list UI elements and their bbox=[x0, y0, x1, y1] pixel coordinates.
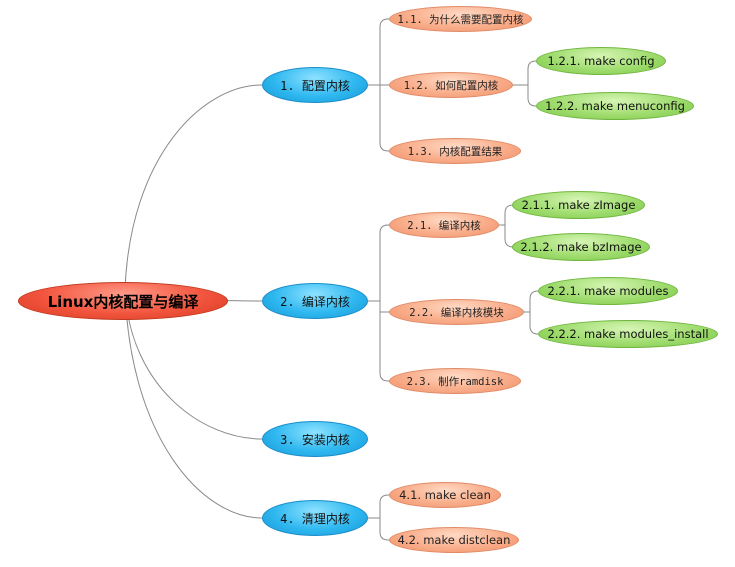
branch-node-clean[interactable]: 4. 清理内核 bbox=[262, 500, 368, 536]
branch-connector bbox=[379, 18, 389, 28]
branch-label: 2. 编译内核 bbox=[280, 294, 350, 309]
branch-connector bbox=[379, 531, 389, 541]
leaf-node[interactable]: 2.2.2. make modules_install bbox=[538, 320, 718, 348]
branch-label: 1. 配置内核 bbox=[280, 78, 350, 93]
subtopic-label: 1.1. 为什么需要配置内核 bbox=[397, 13, 524, 26]
leaf-node[interactable]: 1.2.2. make menuconfig bbox=[536, 92, 694, 120]
subtopic-node[interactable]: 2.1. 编译内核 bbox=[389, 212, 499, 238]
branch-connector bbox=[379, 372, 389, 382]
subtopic-label: 2.3. 制作ramdisk bbox=[406, 375, 504, 388]
leaf-label: 2.1.2. make bzImage bbox=[520, 240, 642, 254]
branch-node-compile[interactable]: 2. 编译内核 bbox=[262, 283, 368, 319]
leaf-label: 2.2.1. make modules bbox=[547, 284, 669, 298]
branch-node-install[interactable]: 3. 安装内核 bbox=[262, 421, 368, 457]
subtopic-label: 1.2. 如何配置内核 bbox=[403, 79, 499, 92]
branch-connector bbox=[379, 494, 389, 504]
subtopic-node[interactable]: 1.2. 如何配置内核 bbox=[389, 72, 513, 98]
subtopic-connector bbox=[529, 325, 539, 335]
subtopic-connector bbox=[529, 290, 539, 300]
leaf-label: 2.1.1. make zImage bbox=[521, 198, 636, 212]
subtopic-connector bbox=[527, 97, 537, 107]
root-connector bbox=[124, 289, 263, 440]
leaf-node[interactable]: 1.2.1. make config bbox=[536, 47, 666, 75]
branch-connector bbox=[379, 224, 389, 234]
branch-label: 3. 安装内核 bbox=[280, 432, 350, 447]
root-node[interactable]: Linux内核配置与编译 bbox=[18, 282, 228, 320]
subtopic-label: 1.3. 内核配置结果 bbox=[407, 145, 503, 158]
leaf-label: 2.2.2. make modules_install bbox=[547, 327, 709, 341]
leaf-node[interactable]: 2.1.2. make bzImage bbox=[512, 233, 650, 261]
subtopic-connector bbox=[527, 60, 537, 70]
subtopic-node[interactable]: 2.2. 编译内核模块 bbox=[389, 299, 524, 325]
subtopic-node[interactable]: 2.3. 制作ramdisk bbox=[389, 368, 521, 394]
subtopic-node[interactable]: 4.1. make clean bbox=[389, 482, 501, 508]
root-connector bbox=[124, 289, 263, 519]
subtopic-node[interactable]: 4.2. make distclean bbox=[389, 527, 519, 553]
subtopic-label: 4.1. make clean bbox=[399, 488, 491, 502]
branch-node-configure[interactable]: 1. 配置内核 bbox=[262, 67, 368, 103]
leaf-label: 1.2.2. make menuconfig bbox=[545, 99, 685, 113]
leaf-node[interactable]: 2.1.1. make zImage bbox=[512, 191, 645, 219]
branch-label: 4. 清理内核 bbox=[280, 511, 350, 526]
subtopic-node[interactable]: 1.1. 为什么需要配置内核 bbox=[389, 6, 532, 32]
subtopic-label: 4.2. make distclean bbox=[397, 533, 511, 547]
subtopic-label: 2.2. 编译内核模块 bbox=[409, 306, 504, 319]
subtopic-label: 2.1. 编译内核 bbox=[407, 219, 481, 232]
subtopic-node[interactable]: 1.3. 内核配置结果 bbox=[389, 138, 521, 164]
leaf-label: 1.2.1. make config bbox=[547, 54, 655, 68]
branch-connector bbox=[379, 142, 389, 152]
leaf-node[interactable]: 2.2.1. make modules bbox=[538, 277, 678, 305]
root-connector bbox=[124, 84, 263, 291]
root-label: Linux内核配置与编译 bbox=[47, 292, 199, 311]
